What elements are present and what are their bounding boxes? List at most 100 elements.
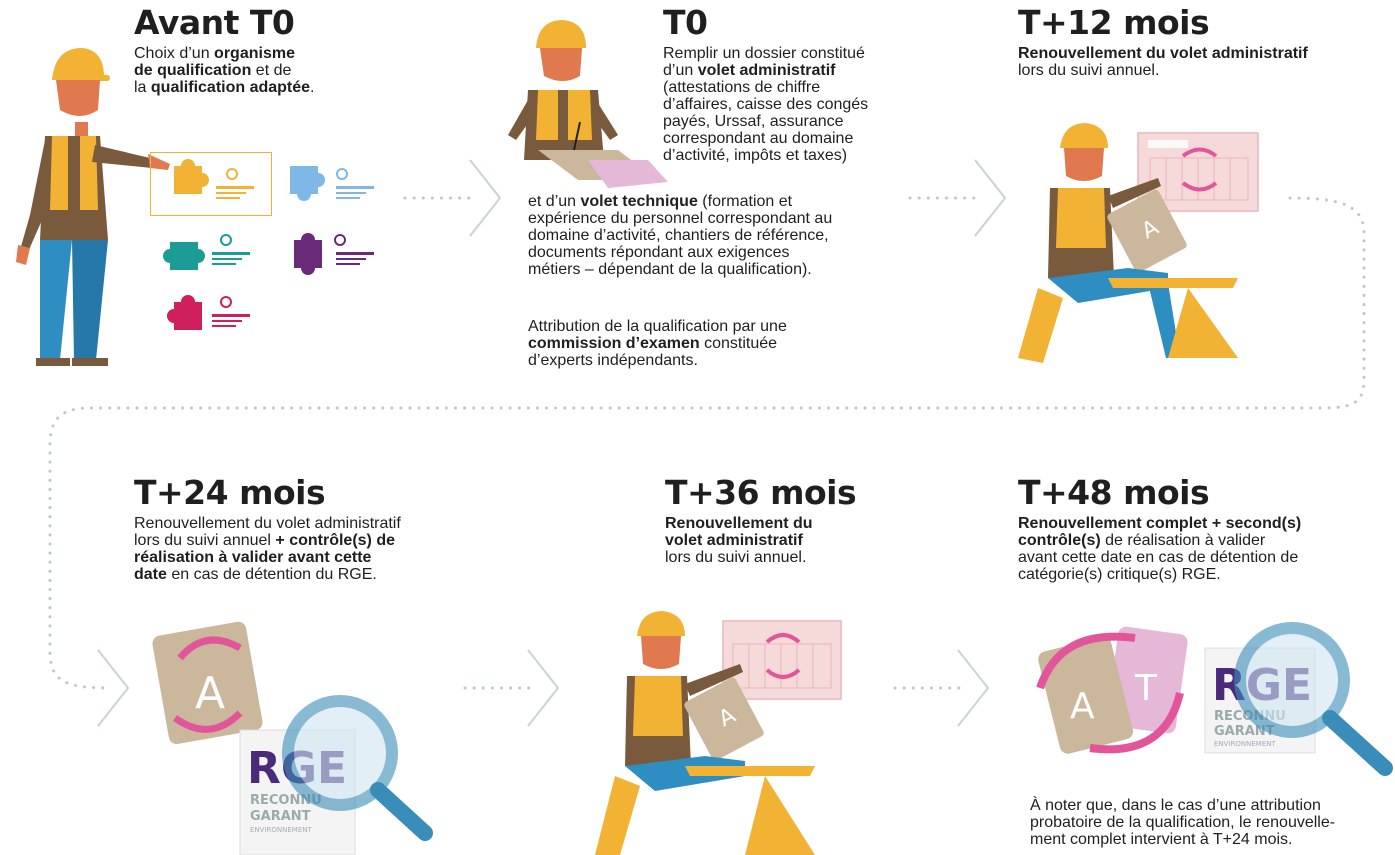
stage-title: T+24 mois	[134, 473, 326, 512]
stage-title: T+48 mois	[1018, 473, 1210, 512]
text-segment: Remplir un dossier constitué	[663, 45, 865, 62]
text-segment: d’un	[663, 62, 698, 79]
text-line: correspondant au domaine	[663, 130, 903, 147]
chevron-icon-5	[957, 649, 989, 727]
magnifier-icon	[282, 695, 433, 841]
text-segment: Choix d’un	[134, 45, 215, 62]
svg-text:ENVIRONNEMENT: ENVIRONNEMENT	[1214, 740, 1276, 748]
emphasis-text: + contrôle(s) de	[275, 532, 395, 549]
document-icon: A	[1038, 637, 1133, 754]
worker-pointing-illustration	[16, 48, 170, 366]
stage-t-48: T+48 mois Renouvellement complet + secon…	[1018, 476, 1388, 583]
puzzle-icon-red	[167, 295, 202, 330]
text-segment: (formation et	[697, 193, 793, 210]
emphasis-text: commission d’examen	[528, 335, 700, 352]
stage-title: Avant T0	[134, 3, 295, 42]
chevron-icon-3	[97, 649, 129, 727]
text-line: payés, Urssaf, assurance	[663, 113, 903, 130]
text-line: et d’un volet technique (formation et	[528, 193, 888, 210]
text-line: Renouvellement du volet administratif	[134, 515, 454, 532]
text-segment: catégorie(s) critique(s) RGE.	[1018, 566, 1221, 583]
text-line: de qualification et de	[134, 62, 374, 79]
stage-description: Renouvellement complet + second(s)contrô…	[1018, 515, 1388, 583]
chevron-icon-4	[527, 649, 559, 727]
text-segment: lors du suivi annuel.	[665, 549, 807, 566]
text-segment: lors du suivi annuel.	[1018, 62, 1160, 79]
text-segment: .	[310, 79, 315, 96]
chevron-icon-2	[974, 159, 1006, 237]
text-segment: la	[134, 79, 151, 96]
renewal-audit-illustration: A RGE RECONNU GARANT ENVIRONNEMENT	[152, 621, 433, 855]
stage-title: T+36 mois	[665, 473, 857, 512]
text-line: domaine d’activité, chantiers de référen…	[528, 227, 888, 244]
text-line: contrôle(s) de réalisation à valider	[1018, 532, 1388, 549]
certificate-icon	[212, 234, 250, 265]
certificate-icon	[212, 296, 250, 327]
text-segment: (attestations de chiffre	[663, 79, 821, 96]
text-segment: ment complet intervient à T+24 mois.	[1030, 831, 1293, 848]
emphasis-text: date	[134, 566, 167, 583]
qualification-puzzles	[150, 152, 390, 342]
magnifier-icon	[1234, 622, 1393, 776]
text-segment: métiers – dépendant de la qualification)…	[528, 261, 812, 278]
text-line: ment complet intervient à T+24 mois.	[1030, 831, 1395, 848]
text-segment: À noter que, dans le cas d’une attributi…	[1030, 797, 1321, 814]
chevron-icon-1	[469, 159, 501, 237]
text-line: avant cette date en cas de détention de	[1018, 549, 1388, 566]
stage-t-12: T+12 mois Renouvellement du volet admini…	[1018, 6, 1388, 79]
probation-note: À noter que, dans le cas d’une attributi…	[1030, 797, 1395, 848]
text-line: Renouvellement du volet administratif	[1018, 45, 1388, 62]
text-segment: d’affaires, caisse des congés	[663, 96, 869, 113]
text-segment: d’experts indépendants.	[528, 352, 698, 369]
text-line: Renouvellement du	[665, 515, 905, 532]
emphasis-text: volet administratif	[697, 62, 836, 79]
emphasis-text: contrôle(s)	[1018, 532, 1101, 549]
puzzle-icon-yellow	[174, 159, 209, 194]
text-line: métiers – dépendant de la qualification)…	[528, 261, 888, 278]
svg-text:T: T	[1134, 668, 1158, 709]
text-line: commission d’examen constituée	[528, 335, 888, 352]
text-line: Remplir un dossier constitué	[663, 45, 903, 62]
stage-t-24: T+24 mois Renouvellement du volet admini…	[134, 476, 454, 583]
certificate-icon	[216, 168, 254, 199]
emphasis-text: réalisation à valider avant cette	[134, 549, 372, 566]
puzzle-icon-blue	[290, 166, 325, 201]
text-segment: domaine d’activité, chantiers de référen…	[528, 227, 829, 244]
text-line: (attestations de chiffre	[663, 79, 903, 96]
worker-seated-illustration: A	[1018, 123, 1259, 363]
text-line: Attribution de la qualification par une	[528, 318, 888, 335]
text-segment: et d’un	[528, 193, 581, 210]
text-line: documents répondant aux exigences	[528, 244, 888, 261]
svg-text:A: A	[1070, 686, 1095, 727]
worker-writing-illustration	[508, 20, 668, 188]
emphasis-text: Renouvellement complet + second(s)	[1018, 515, 1302, 532]
text-line: Choix d’un organisme	[134, 45, 374, 62]
text-line: d’un volet administratif	[663, 62, 903, 79]
text-segment: en cas de détention du RGE.	[166, 566, 377, 583]
svg-text:A: A	[195, 668, 225, 719]
document-icon: A	[1107, 189, 1187, 273]
text-segment: probatoire de la qualification, le renou…	[1030, 814, 1336, 831]
text-segment: lors du suivi annuel	[134, 532, 276, 549]
full-renewal-illustration: T A RGE RECONNU GARANT ENVIRONNEMENT	[1036, 622, 1393, 776]
text-line: d’activité, impôts et taxes)	[663, 147, 903, 164]
text-line: réalisation à valider avant cette	[134, 549, 454, 566]
text-segment: documents répondant aux exigences	[528, 244, 790, 261]
text-line: d’affaires, caisse des congés	[663, 96, 903, 113]
text-line: lors du suivi annuel.	[665, 549, 905, 566]
emphasis-text: volet administratif	[665, 532, 803, 549]
emphasis-text: Renouvellement du	[665, 515, 813, 532]
text-segment: expérience du personnel correspondant au	[528, 210, 833, 227]
emphasis-text: organisme	[214, 45, 295, 62]
text-line: expérience du personnel correspondant au	[528, 210, 888, 227]
text-line: À noter que, dans le cas d’une attributi…	[1030, 797, 1395, 814]
stage-title: T0	[663, 3, 708, 42]
